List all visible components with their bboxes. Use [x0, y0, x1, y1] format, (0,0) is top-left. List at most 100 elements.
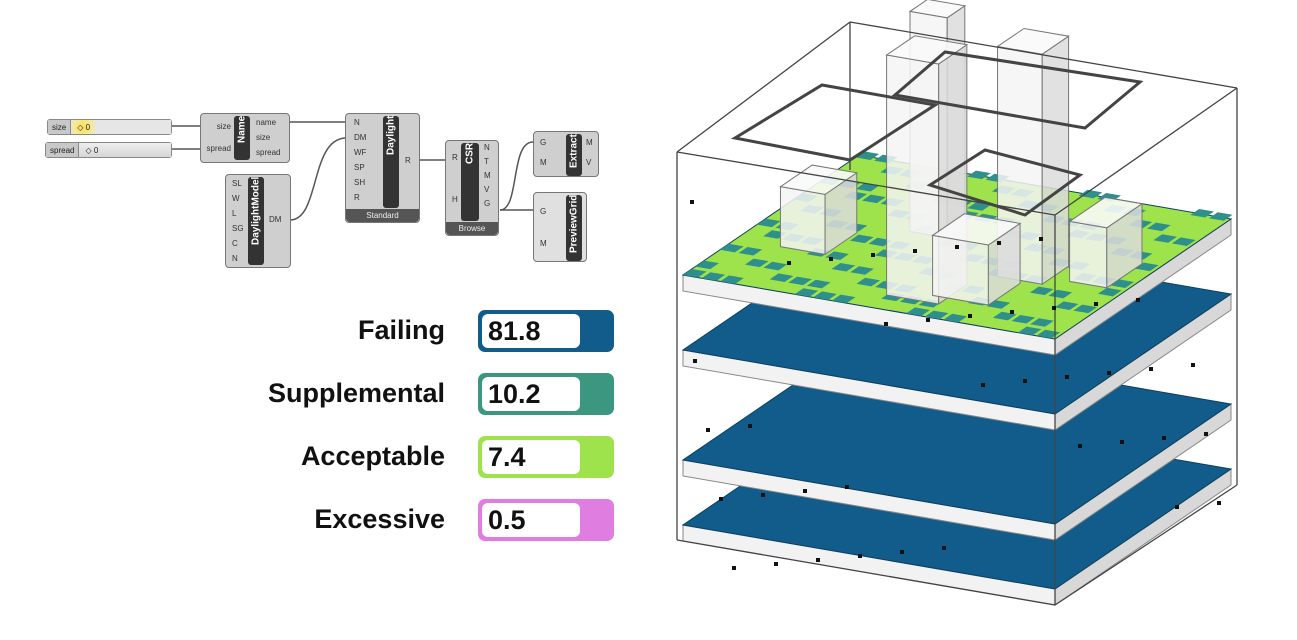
- size-slider[interactable]: size ◇ 0: [47, 119, 172, 135]
- input-port[interactable]: N: [232, 254, 238, 263]
- input-port[interactable]: N: [354, 118, 360, 127]
- grid-cell-supplemental: [831, 294, 856, 304]
- name-component[interactable]: size spread Name name size spread: [200, 113, 290, 163]
- legend-label-acceptable: Acceptable: [300, 441, 445, 471]
- grid-cell-supplemental: [720, 275, 744, 284]
- sensor-point: [1217, 501, 1221, 505]
- grid-cell-supplemental: [1190, 209, 1214, 218]
- input-port[interactable]: size: [216, 122, 231, 131]
- sensor-point: [942, 546, 946, 550]
- sensor-point: [1120, 440, 1124, 444]
- input-port[interactable]: H: [452, 195, 458, 204]
- output-port[interactable]: V: [484, 185, 490, 194]
- slider-value: 0: [93, 145, 99, 155]
- sensor-point: [1204, 432, 1208, 436]
- output-port[interactable]: M: [586, 138, 593, 147]
- output-port[interactable]: V: [586, 158, 592, 167]
- grid-cell-supplemental: [1073, 304, 1098, 314]
- input-port[interactable]: C: [232, 239, 238, 248]
- roof-frame: [730, 83, 940, 162]
- daylightmodel-component[interactable]: SL W L SG C N DaylightModel DM: [225, 174, 291, 268]
- input-port[interactable]: W: [232, 194, 240, 203]
- legend-label-excessive: Excessive: [314, 504, 445, 534]
- mode-label[interactable]: Browse: [446, 222, 498, 235]
- mode-label[interactable]: Standard: [346, 209, 419, 222]
- grid-cell-supplemental: [794, 288, 819, 297]
- grid-cell-supplemental: [1054, 301, 1079, 310]
- wires: [172, 121, 534, 221]
- input-port[interactable]: WF: [354, 148, 367, 157]
- input-port[interactable]: spread: [206, 144, 231, 153]
- grid-cell-supplemental: [701, 272, 726, 281]
- output-port[interactable]: G: [484, 199, 491, 208]
- output-port[interactable]: DM: [269, 215, 282, 224]
- spread-slider[interactable]: spread ◇ 0: [45, 142, 172, 158]
- input-port[interactable]: R: [452, 153, 458, 162]
- room-box: [931, 213, 1022, 246]
- previewgrid-component[interactable]: G M PreviewGrid: [533, 192, 587, 262]
- grid-cell-supplemental: [769, 273, 794, 282]
- grid-cell-supplemental: [1171, 237, 1196, 246]
- grid-cell-supplemental: [738, 247, 763, 256]
- input-port[interactable]: G: [540, 138, 547, 147]
- grid-cell-supplemental: [1030, 318, 1054, 327]
- slider-label: spread: [46, 143, 80, 157]
- sensor-point: [1052, 306, 1056, 310]
- input-port[interactable]: DM: [354, 133, 367, 142]
- bounding-box-edge: [676, 21, 851, 153]
- core-column: [885, 35, 969, 65]
- input-port[interactable]: R: [354, 193, 360, 202]
- csr-component[interactable]: R H CSR N T M V G Browse: [445, 140, 499, 236]
- grid-cell-supplemental: [1017, 326, 1042, 336]
- sensor-point: [748, 424, 752, 428]
- input-port[interactable]: M: [540, 158, 547, 167]
- sensor-point: [981, 383, 985, 387]
- output-port[interactable]: size: [256, 133, 271, 142]
- bounding-box-edge: [676, 151, 1056, 216]
- sensor-point: [884, 322, 888, 326]
- sensor-point: [1010, 310, 1014, 314]
- output-port[interactable]: N: [484, 143, 490, 152]
- sensor-point: [693, 359, 697, 363]
- sensor-point: [1107, 371, 1111, 375]
- input-port[interactable]: SH: [354, 178, 366, 187]
- sensor-point: [858, 554, 862, 558]
- extract-component[interactable]: G M Extract M V: [533, 131, 599, 177]
- slider-value: 0: [85, 122, 91, 132]
- output-port[interactable]: R: [405, 156, 411, 165]
- sensor-point: [1175, 505, 1179, 509]
- output-port[interactable]: T: [484, 157, 489, 166]
- sensor-point: [871, 253, 875, 257]
- input-port[interactable]: SL: [232, 179, 242, 188]
- sensor-point: [690, 200, 694, 204]
- input-port[interactable]: M: [540, 239, 547, 248]
- sensor-point: [913, 249, 917, 253]
- sensor-point: [829, 257, 833, 261]
- sensor-point: [1039, 237, 1043, 241]
- grid-cell-supplemental: [719, 243, 744, 253]
- output-port[interactable]: spread: [256, 148, 281, 157]
- diamond-icon: ◇: [85, 145, 94, 155]
- grid-cell-supplemental: [856, 277, 881, 287]
- grid-cell-supplemental: [1029, 286, 1054, 296]
- grid-cell-supplemental: [850, 266, 874, 275]
- sensor-point: [1065, 375, 1069, 379]
- grid-cell-supplemental: [849, 234, 874, 244]
- input-port[interactable]: SP: [354, 163, 365, 172]
- grid-cell-supplemental: [1153, 234, 1177, 243]
- grid-cell-supplemental: [1036, 329, 1061, 339]
- sensor-point: [845, 485, 849, 489]
- bounding-box-edge: [1054, 484, 1238, 606]
- grid-cell-supplemental: [683, 269, 707, 278]
- legend-swatch-acceptable: 7.4: [478, 436, 614, 478]
- input-port[interactable]: G: [540, 207, 547, 216]
- input-port[interactable]: L: [232, 209, 237, 218]
- daylight-component[interactable]: N DM WF SP SH R Daylight R Standard: [345, 113, 420, 223]
- grid-cell-supplemental: [924, 310, 949, 320]
- output-port[interactable]: name: [256, 118, 277, 127]
- sensor-point: [1094, 302, 1098, 306]
- input-port[interactable]: SG: [232, 224, 244, 233]
- output-port[interactable]: M: [484, 171, 491, 180]
- room-box: [1069, 220, 1108, 289]
